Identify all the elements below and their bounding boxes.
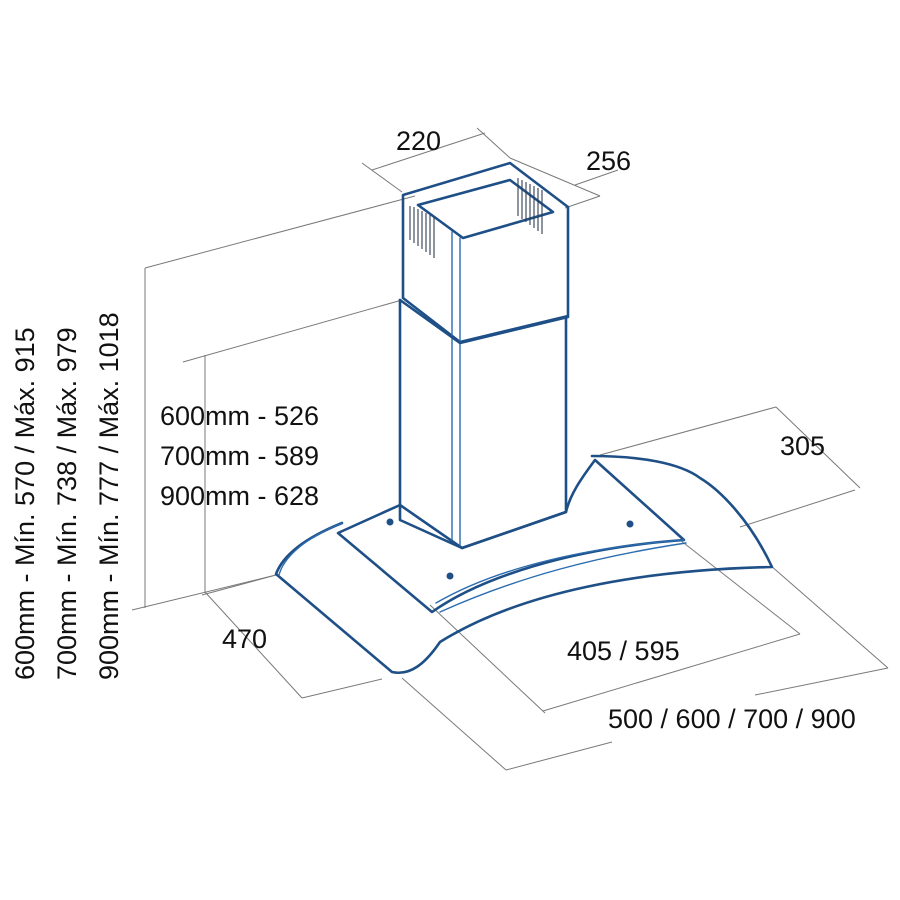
label-canopy-height-700: 700mm - 589 xyxy=(160,441,319,471)
inner-canopy-curve xyxy=(435,539,687,613)
vent-grill-right xyxy=(517,178,543,234)
lower-chimney xyxy=(398,298,568,550)
dimension-labels: 220 256 305 470 405 / 595 500 / 600 / 70… xyxy=(10,126,856,734)
canopy-height-line xyxy=(182,299,403,592)
dimension-lines xyxy=(131,127,889,771)
inner-width-line xyxy=(429,539,801,714)
screw-right xyxy=(626,520,634,528)
inner-canopy-panel xyxy=(336,458,686,614)
label-canopy-height-900: 900mm - 628 xyxy=(160,481,319,511)
canopy-depth-line xyxy=(599,406,861,528)
label-total-height-900: 900mm - Mín. 777 / Máx. 1018 xyxy=(94,312,124,680)
label-total-height-600: 600mm - Mín. 570 / Máx. 915 xyxy=(10,327,40,680)
label-side-depth: 470 xyxy=(222,624,267,654)
total-height-line xyxy=(131,195,416,611)
screw-front xyxy=(446,572,454,580)
screw-left xyxy=(386,518,394,526)
total-width-line xyxy=(401,564,889,771)
upper-chimney-top-inner xyxy=(416,178,555,240)
chimney-depth-line xyxy=(509,157,619,209)
label-canopy-depth: 305 xyxy=(780,431,825,461)
label-total-width: 500 / 600 / 700 / 900 xyxy=(608,704,856,734)
upper-chimney xyxy=(401,161,570,344)
label-total-height-700: 700mm - Mín. 738 / Máx. 979 xyxy=(52,327,82,680)
upper-chimney-edge xyxy=(451,231,461,343)
lower-chimney-edge xyxy=(451,335,461,546)
range-hood xyxy=(274,161,774,675)
vent-grill-left xyxy=(409,206,435,258)
label-chimney-depth: 256 xyxy=(586,146,631,176)
side-depth-line xyxy=(201,574,383,699)
label-inner-width: 405 / 595 xyxy=(567,636,680,666)
chimney-width-line xyxy=(361,127,511,193)
glass-canopy-outline xyxy=(274,454,774,675)
label-canopy-height-600: 600mm - 526 xyxy=(160,401,319,431)
chimney-joint xyxy=(398,298,570,345)
glass-canopy-inner xyxy=(278,522,343,576)
label-chimney-width: 220 xyxy=(396,126,441,156)
